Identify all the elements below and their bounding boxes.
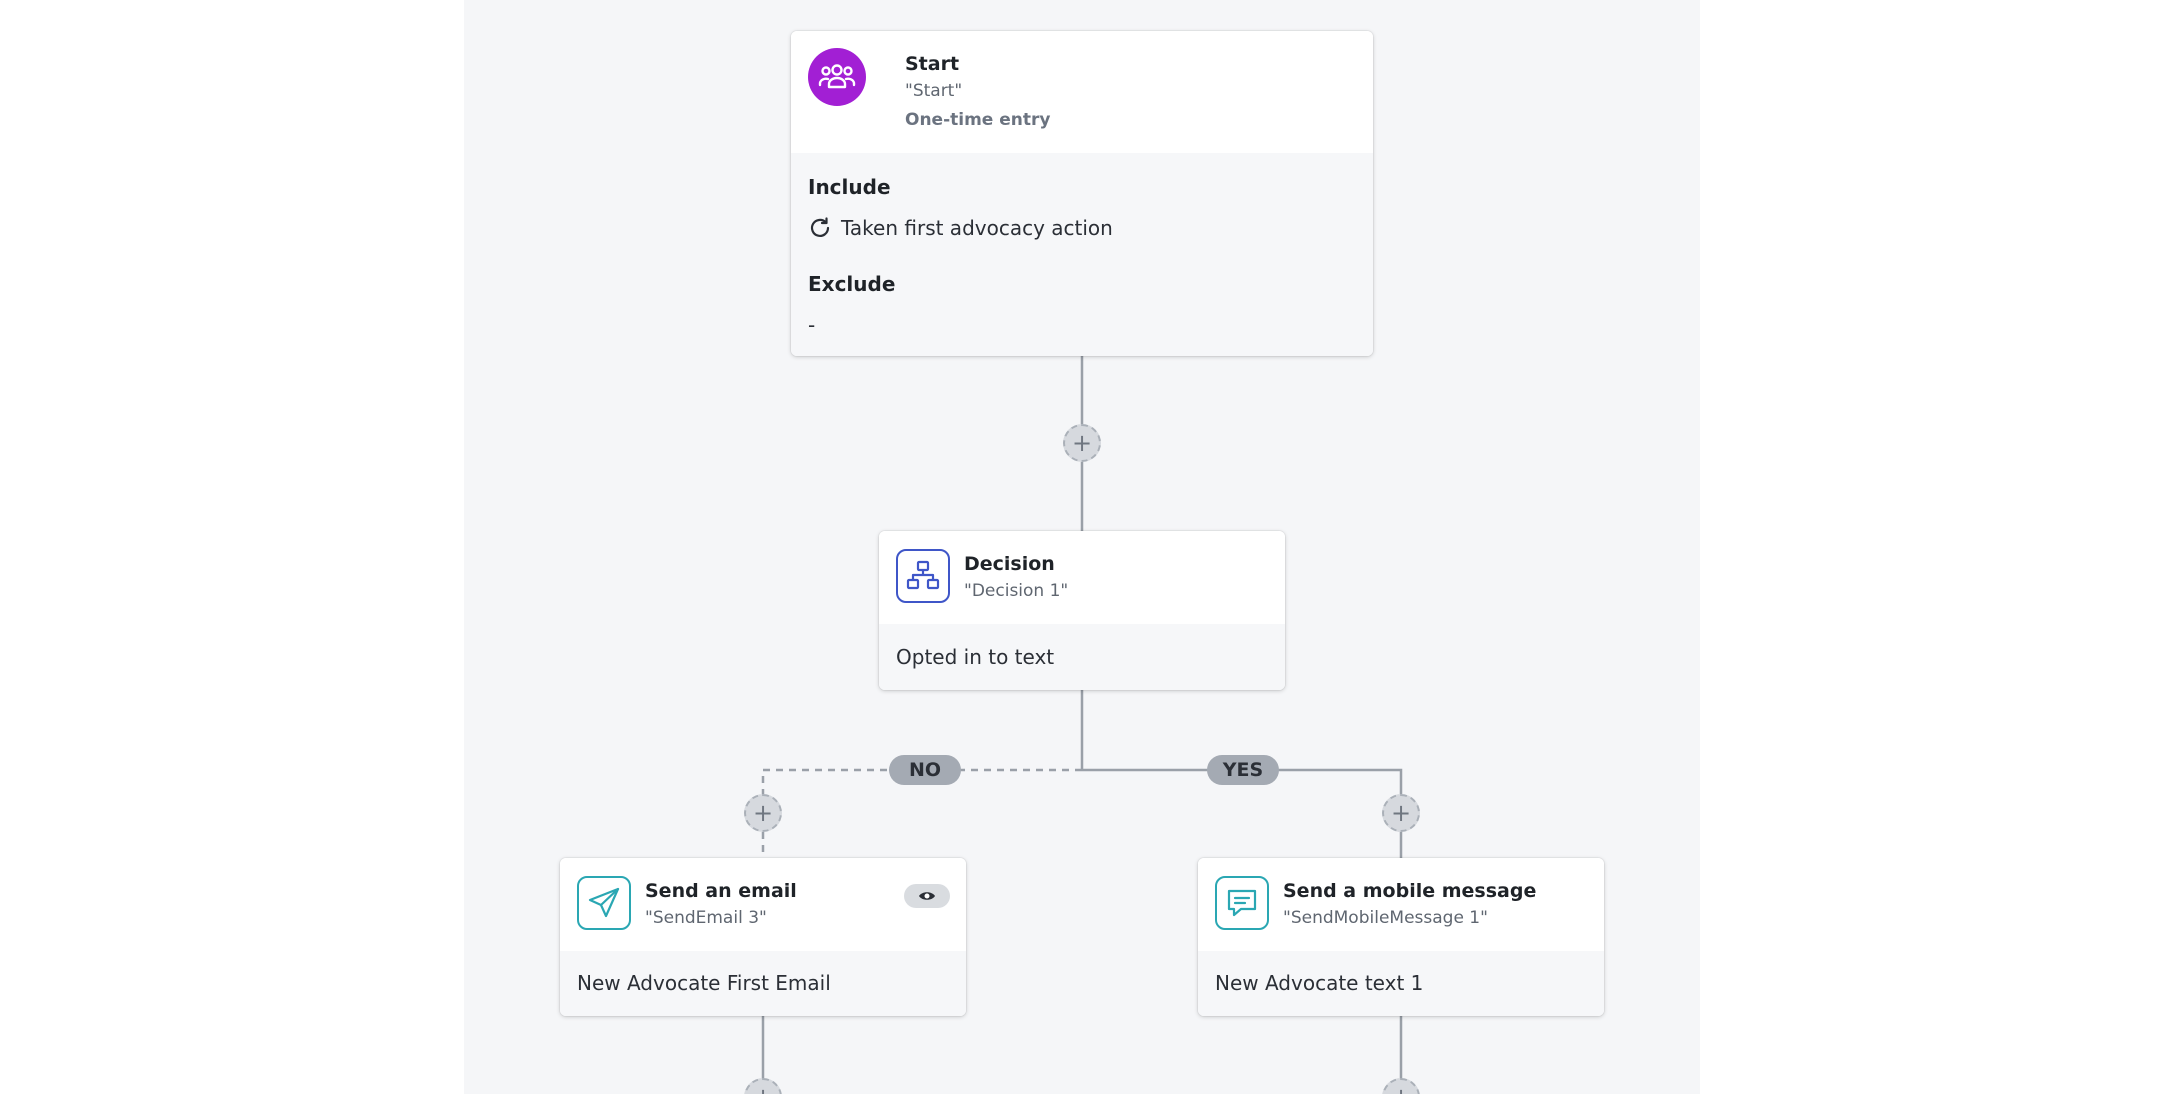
send-email-subtitle: "SendEmail 3" — [645, 908, 767, 928]
start-title: Start — [905, 53, 960, 75]
send-mobile-body: New Advocate text 1 — [1198, 951, 1604, 1016]
decision-condition: Opted in to text — [896, 645, 1055, 669]
add-step-button[interactable]: + — [1063, 424, 1101, 462]
start-node-body: Include Taken first advocacy action Excl… — [791, 153, 1373, 356]
email-name: New Advocate First Email — [577, 971, 831, 995]
start-node-header: Start "Start" One-time entry — [791, 31, 1373, 153]
eye-icon — [919, 892, 935, 900]
send-mobile-subtitle: "SendMobileMessage 1" — [1283, 908, 1488, 928]
decision-icon — [896, 549, 950, 603]
chat-bubble-icon — [1215, 876, 1269, 930]
start-node[interactable]: Start "Start" One-time entry Include Tak… — [791, 31, 1373, 356]
no-branch-label: NO — [889, 755, 961, 785]
decision-node-body: Opted in to text — [879, 624, 1285, 690]
mobile-message-name: New Advocate text 1 — [1215, 971, 1424, 995]
exclude-value: - — [808, 313, 816, 337]
yes-branch-label: YES — [1207, 755, 1279, 785]
refresh-icon — [808, 216, 832, 244]
send-email-title: Send an email — [645, 880, 797, 902]
flow-connectors — [761, 356, 1403, 1094]
send-mobile-header: Send a mobile message "SendMobileMessage… — [1198, 858, 1604, 951]
decision-title: Decision — [964, 553, 1055, 575]
include-item: Taken first advocacy action — [841, 216, 1113, 240]
include-label: Include — [808, 175, 891, 199]
add-step-button-no[interactable]: + — [744, 794, 782, 832]
send-email-body: New Advocate First Email — [560, 951, 966, 1016]
send-mobile-node[interactable]: Send a mobile message "SendMobileMessage… — [1198, 858, 1604, 1016]
decision-node-header: Decision "Decision 1" — [879, 531, 1285, 624]
decision-node[interactable]: Decision "Decision 1" Opted in to text — [879, 531, 1285, 690]
add-step-button-yes[interactable]: + — [1382, 794, 1420, 832]
send-email-header: Send an email "SendEmail 3" — [560, 858, 966, 951]
exclude-label: Exclude — [808, 272, 896, 296]
start-subtitle: "Start" — [905, 81, 963, 101]
send-email-node[interactable]: Send an email "SendEmail 3" New Advocate… — [560, 858, 966, 1016]
entry-type: One-time entry — [905, 110, 1051, 130]
preview-button[interactable] — [904, 884, 950, 908]
decision-subtitle: "Decision 1" — [964, 581, 1069, 601]
paper-plane-icon — [577, 876, 631, 930]
connector-no-branch — [761, 768, 1082, 794]
audience-icon — [808, 48, 866, 106]
send-mobile-title: Send a mobile message — [1283, 880, 1537, 902]
connector-yes-branch — [1082, 768, 1403, 794]
journey-canvas[interactable]: Start "Start" One-time entry Include Tak… — [464, 0, 1700, 1094]
